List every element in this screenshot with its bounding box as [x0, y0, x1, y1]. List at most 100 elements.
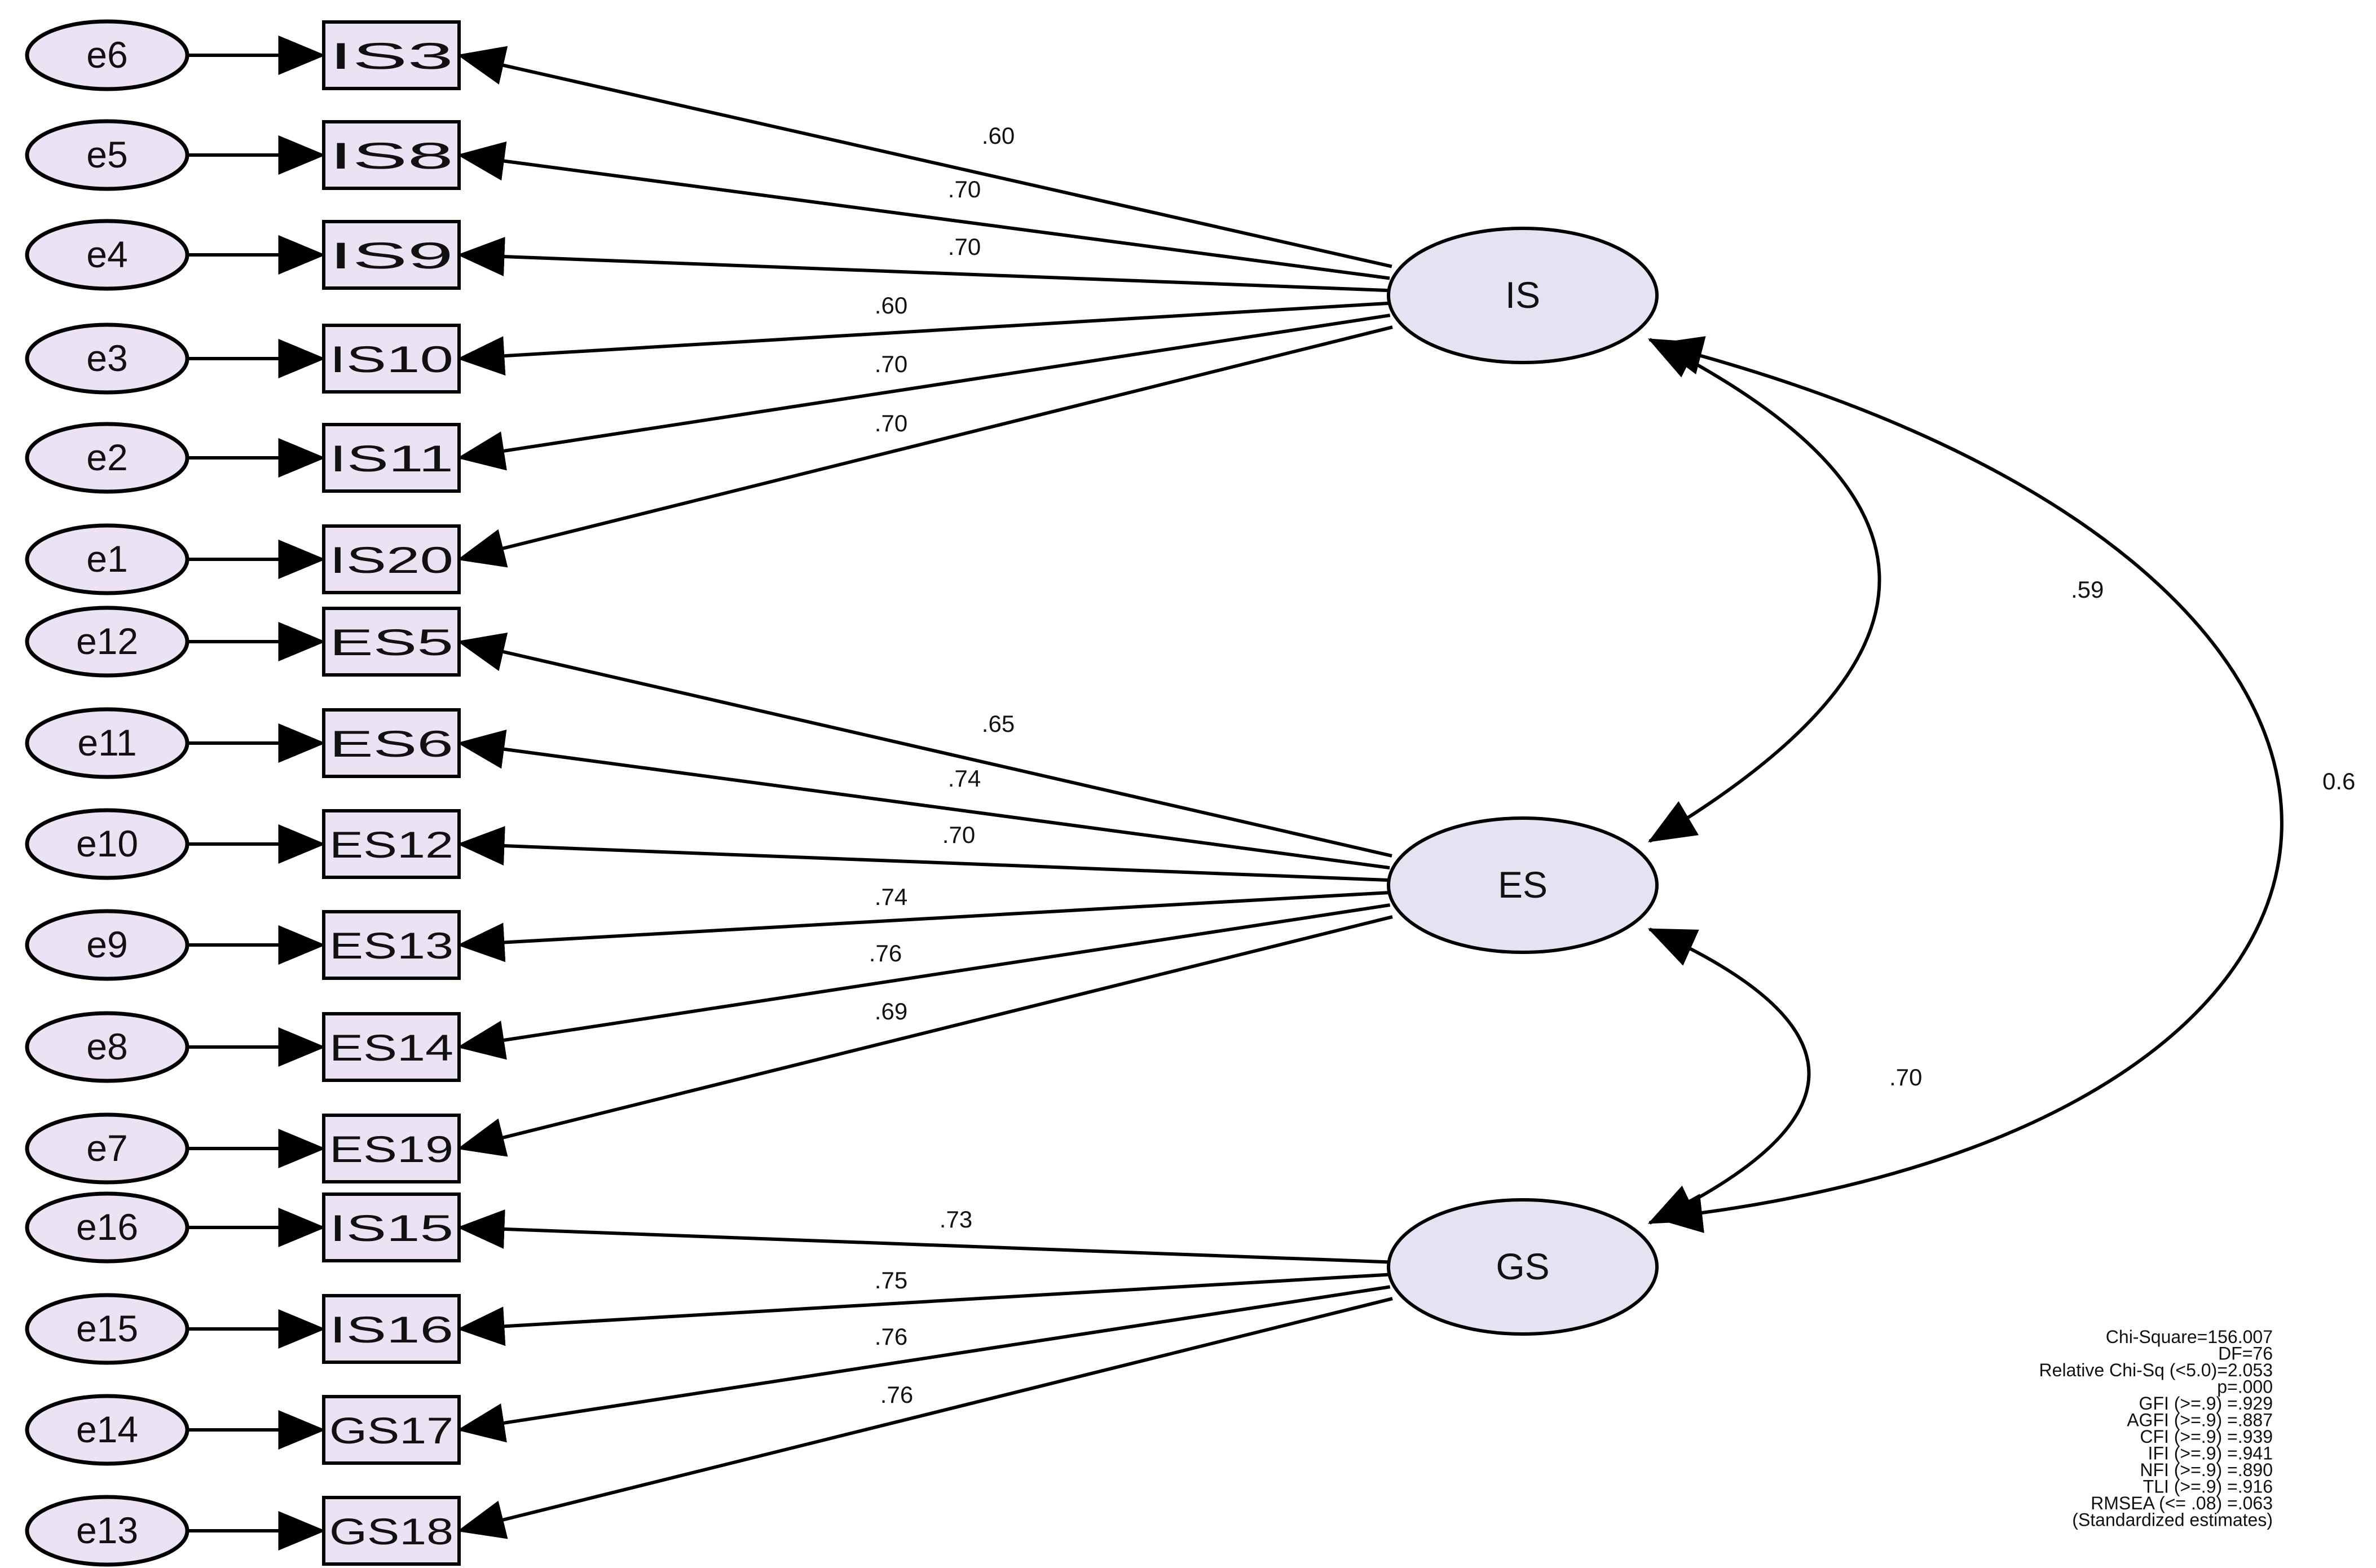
- covariance-is-gs: [1655, 336, 2284, 1233]
- indicator-node-IS9: [322, 220, 461, 290]
- fit-stat-line: IFI (>=.9) =.941: [2148, 1443, 2273, 1464]
- loading-label-IS9: .70: [948, 233, 981, 260]
- error-node-e9: [25, 909, 189, 981]
- loading-arrow-ES19: [457, 915, 1393, 1157]
- fit-stat-line: GFI (>=.9) =.929: [2139, 1393, 2273, 1414]
- loading-arrow-IS10: [457, 301, 1389, 376]
- error-label-e9: e9: [86, 924, 127, 965]
- indicator-label-GS18: GS18: [329, 1510, 453, 1552]
- indicator-node-GS18: [322, 1496, 461, 1566]
- nodes-layer: [25, 19, 1659, 1567]
- loading-arrow-ES13: [457, 891, 1389, 962]
- covariance-label-es-gs: .70: [1889, 1064, 1922, 1090]
- indicator-label-IS10: IS10: [329, 338, 453, 380]
- error-node-e4: [25, 219, 189, 291]
- loading-arrow-IS15: [457, 1209, 1389, 1264]
- covariance-label-is-gs: 0.6: [2322, 768, 2355, 794]
- indicator-label-IS8: IS8: [329, 135, 453, 176]
- error-node-e13: [25, 1495, 189, 1567]
- indicator-label-IS9: IS9: [329, 235, 453, 276]
- error-node-e2: [25, 422, 189, 494]
- error-label-e8: e8: [86, 1026, 127, 1067]
- indicator-node-ES12: [322, 809, 461, 879]
- error-label-e16: e16: [76, 1206, 138, 1248]
- edges-layer: [187, 36, 1393, 1551]
- error-label-e5: e5: [86, 134, 127, 175]
- fit-stat-line: Relative Chi-Sq (<5.0)=2.053: [2039, 1360, 2273, 1380]
- error-label-e2: e2: [86, 436, 127, 478]
- fit-stat-line: p=.000: [2217, 1377, 2273, 1397]
- indicator-node-ES14: [322, 1012, 461, 1082]
- indicator-label-IS20: IS20: [329, 539, 453, 581]
- error-label-e7: e7: [86, 1127, 127, 1169]
- loading-label-IS20: .70: [875, 410, 907, 436]
- error-label-e6: e6: [86, 34, 127, 76]
- indicator-label-IS16: IS16: [329, 1309, 453, 1350]
- error-label-e10: e10: [76, 823, 138, 864]
- indicator-node-ES6: [322, 708, 461, 778]
- covariances-layer: [1647, 336, 2284, 1233]
- error-label-e14: e14: [76, 1408, 138, 1450]
- covariance-es-gs: [1647, 927, 1811, 1225]
- loading-arrow-IS11: [457, 313, 1391, 471]
- indicator-label-ES5: ES5: [329, 621, 453, 663]
- loading-label-IS16: .75: [875, 1267, 907, 1293]
- loading-arrow-IS16: [457, 1273, 1389, 1346]
- error-label-e3: e3: [86, 337, 127, 379]
- error-node-e6: [25, 19, 189, 91]
- loading-arrow-ES5: [457, 632, 1392, 858]
- indicator-node-IS3: [322, 20, 461, 90]
- latent-label-gs: GS: [1496, 1245, 1549, 1287]
- loading-label-IS8: .70: [948, 176, 981, 202]
- indicator-label-IS11: IS11: [329, 438, 453, 479]
- loading-arrow-IS8: [457, 141, 1390, 280]
- fit-stat-line: NFI (>=.9) =.890: [2140, 1460, 2273, 1480]
- loading-label-ES5: .65: [982, 710, 1015, 737]
- indicator-node-IS8: [322, 120, 461, 190]
- fit-stat-line: Chi-Square=156.007: [2106, 1327, 2273, 1347]
- indicator-label-ES6: ES6: [329, 723, 453, 765]
- error-node-e10: [25, 808, 189, 880]
- error-node-e16: [25, 1191, 189, 1264]
- indicator-label-GS17: GS17: [329, 1410, 453, 1451]
- loading-arrow-ES12: [457, 826, 1389, 882]
- indicator-node-IS20: [322, 524, 461, 594]
- indicator-label-ES13: ES13: [329, 925, 453, 966]
- latent-label-es: ES: [1498, 864, 1548, 906]
- loading-label-IS15: .73: [940, 1206, 972, 1233]
- indicator-node-IS16: [322, 1294, 461, 1364]
- loading-arrow-GS17: [457, 1285, 1391, 1443]
- indicator-node-IS15: [322, 1192, 461, 1262]
- error-node-e15: [25, 1293, 189, 1365]
- error-node-e1: [25, 523, 189, 595]
- error-node-e5: [25, 119, 189, 191]
- loading-label-GS17: .76: [875, 1323, 907, 1350]
- error-label-e13: e13: [76, 1509, 138, 1551]
- fit-stat-line: RMSEA (<= .08) =.063: [2091, 1493, 2273, 1513]
- error-node-e14: [25, 1394, 189, 1466]
- covariance-is-es: [1647, 338, 1881, 843]
- labels-layer: .60.70.70.60.70.70.65.74.70.74.76.69.73.…: [76, 34, 2355, 1552]
- error-label-e4: e4: [86, 233, 127, 275]
- indicator-node-IS11: [322, 423, 461, 493]
- loading-arrow-IS20: [457, 325, 1393, 568]
- latent-label-is: IS: [1505, 274, 1540, 316]
- indicator-node-ES5: [322, 607, 461, 677]
- indicator-node-GS17: [322, 1395, 461, 1465]
- loading-label-ES12: .70: [942, 821, 975, 848]
- loading-label-ES6: .74: [948, 765, 981, 792]
- indicator-label-ES12: ES12: [329, 824, 453, 865]
- error-label-e12: e12: [76, 620, 138, 662]
- fit-stat-line: DF=76: [2218, 1344, 2273, 1364]
- loading-label-IS11: .70: [875, 351, 907, 377]
- loading-label-GS18: .76: [880, 1381, 913, 1408]
- fit-stat-line: CFI (>=.9) =.939: [2140, 1426, 2273, 1447]
- error-label-e15: e15: [76, 1308, 138, 1349]
- indicator-node-ES13: [322, 910, 461, 980]
- error-node-e12: [25, 606, 189, 678]
- error-node-e11: [25, 707, 189, 779]
- loading-arrow-IS9: [457, 237, 1389, 293]
- loading-label-ES13: .74: [875, 884, 907, 910]
